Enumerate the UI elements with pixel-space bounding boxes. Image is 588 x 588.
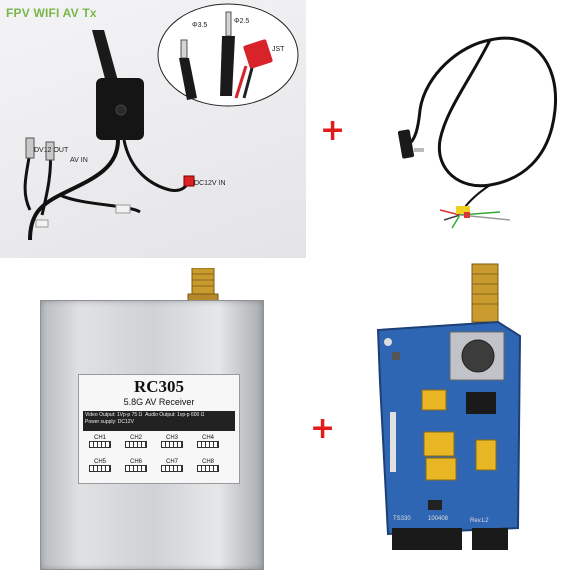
receiver-subtitle: 5.8G AV Receiver (123, 397, 195, 407)
receiver-label: RC305 5.8G AV Receiver Video Output: 1Vp… (78, 374, 240, 484)
dv12-out-label: DV12 OUT (34, 147, 69, 154)
plus-sign-bottom: + (310, 411, 336, 446)
transmitter-photo: FPV WIFI AV Tx Φ3.5 Φ2.5 JST (0, 0, 306, 258)
jst-label: JST (272, 46, 285, 53)
dip-switch (197, 441, 219, 448)
dip-switch (161, 441, 183, 448)
channel-row-1: CH1 CH2 CH3 CH4 (89, 435, 219, 448)
pcb-part-label: TS330 (393, 516, 411, 522)
channel-label: CH6 (129, 459, 142, 465)
dip-switch (125, 465, 147, 472)
dip-switch (89, 465, 111, 472)
channel-row-2: CH5 CH6 CH7 CH8 (89, 459, 219, 472)
receiver-antenna-connector (186, 267, 220, 304)
channel-label: CH1 (93, 435, 106, 441)
channel-label: CH3 (165, 435, 178, 441)
receiver-model: RC305 (133, 377, 185, 396)
pcb-date-code: 100408 (428, 516, 449, 522)
receiver-spec-panel: Video Output: 1Vp-p 75 Ω Audio Output: 1… (83, 411, 235, 431)
channel-label: CH7 (165, 459, 178, 465)
transmitter-illustration (23, 3, 299, 241)
channel-label: CH4 (201, 435, 214, 441)
pcb-revision: Rev.L2 (470, 518, 489, 524)
dip-switch (197, 465, 219, 472)
plug-25-label: Φ2.5 (234, 18, 250, 25)
channel-label: CH8 (201, 459, 214, 465)
channel-label: CH5 (93, 459, 106, 465)
transmitter-title: FPV WIFI AV Tx (6, 6, 97, 20)
dip-switch (125, 441, 147, 448)
dc12v-in-label: DC12V IN (194, 180, 226, 187)
dip-switch (161, 465, 183, 472)
audio-output-text: Audio Output: 1vp-p 600 Ω (145, 412, 205, 418)
av-in-label: AV IN (70, 157, 88, 164)
dip-switch (89, 441, 111, 448)
video-output-text: Video Output: 1Vp-p 75 Ω (85, 412, 143, 418)
plus-sign-top: + (320, 113, 346, 148)
power-supply-text: Power supply: DC12V (85, 419, 134, 425)
channel-label: CH2 (129, 435, 142, 441)
cable-photo (397, 36, 558, 231)
pcb-module-photo (376, 263, 522, 550)
plug-35-label: Φ3.5 (192, 22, 208, 29)
